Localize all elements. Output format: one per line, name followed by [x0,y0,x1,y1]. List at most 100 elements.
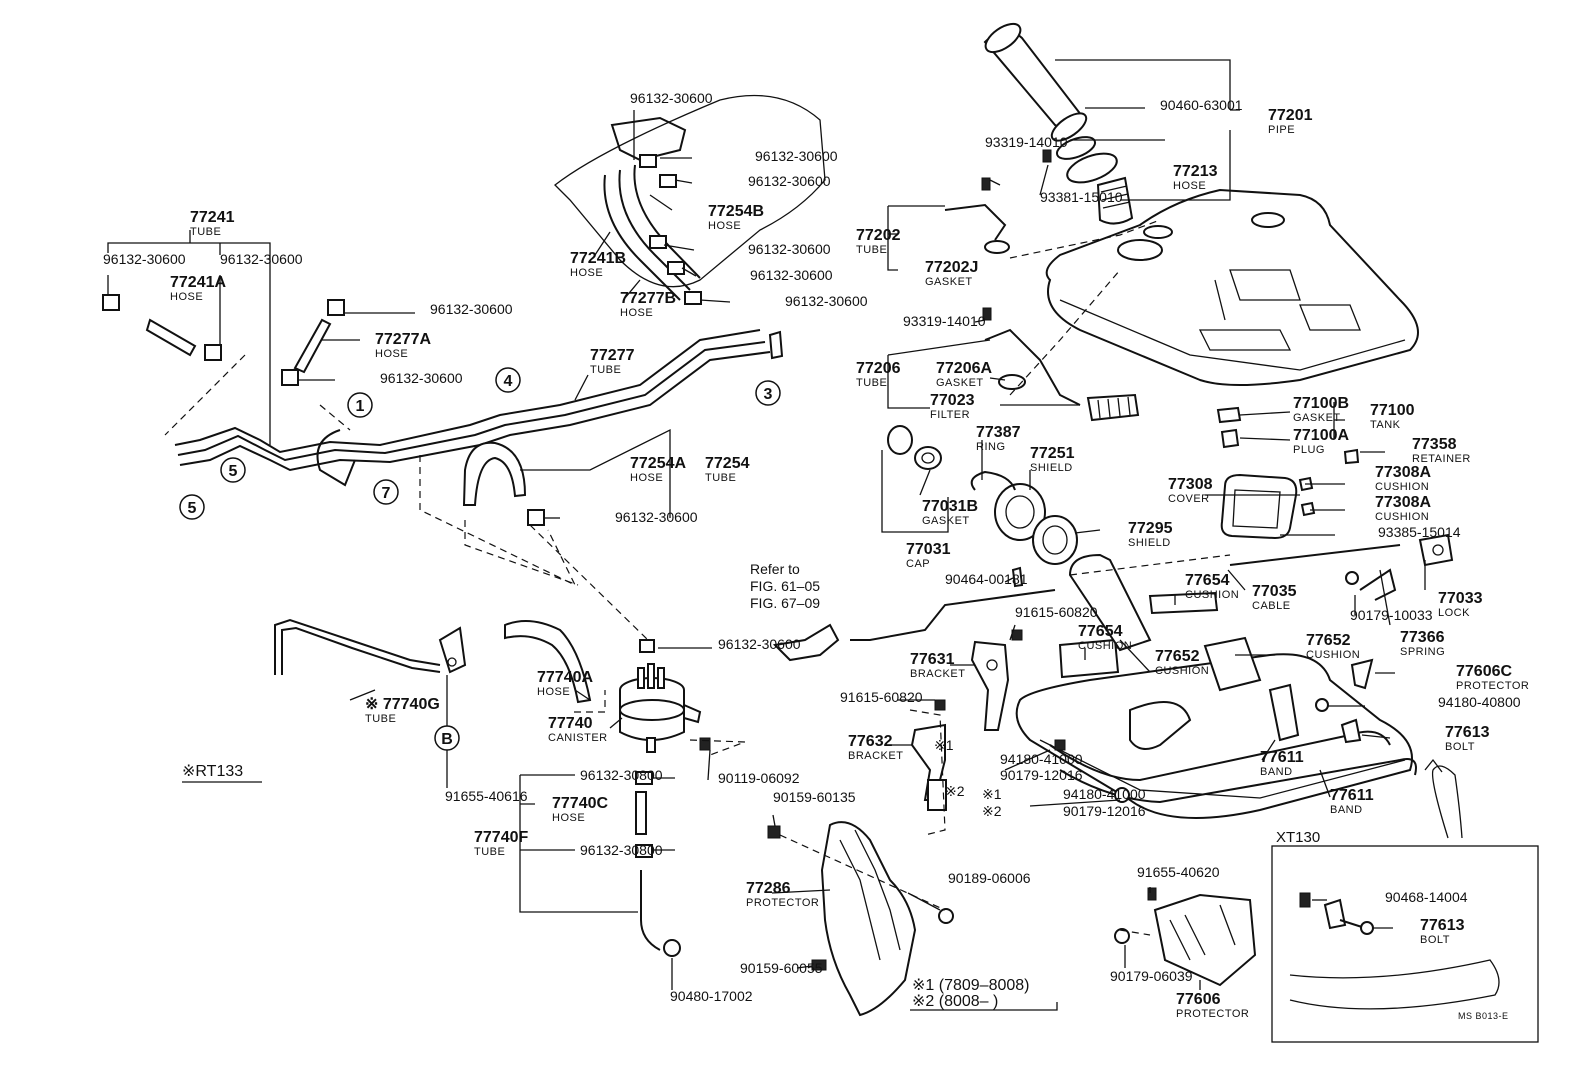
part-name-p77740: CANISTER [548,732,608,744]
refer-line-3: FIG. 67–09 [750,595,820,611]
part-number-p91655b: 91655-40620 [1137,864,1220,880]
part-number-p77606c: 77606C [1456,663,1512,680]
part-number-p77277: 77277 [590,347,635,364]
part-name-p77241: TUBE [190,226,221,238]
canister-drawing [504,620,711,753]
callout-text: 7 [382,485,391,502]
part-number-p77100: 77100 [1370,402,1415,419]
part-number-p94180a: 94180-40800 [1438,694,1521,710]
part-number-p77241a: 77241A [170,274,226,291]
part-number-p93385: 93385-15014 [1378,524,1461,540]
part-name-p77358: RETAINER [1412,453,1471,465]
part-name-p77277b: HOSE [620,307,653,319]
part-number-p96132f: 96132-30600 [630,90,713,106]
part-number-p93319b: 93319-14010 [903,313,986,329]
main-tube-assembly-drawing [102,294,784,526]
part-number-p90119: 90119-06092 [718,770,800,786]
dashed-guides [164,219,1231,936]
part-number-p96132i: 96132-30600 [748,241,831,257]
part-number-p90179d: 90179-06039 [1110,968,1193,984]
part-name-p77035: CABLE [1252,600,1291,612]
leader-lines [107,59,1426,1011]
part-number-p77241: 77241 [190,209,235,226]
part-number-p91615b: 91615-60820 [840,689,923,705]
part-name-p77033: LOCK [1438,607,1470,619]
part-number-p93381: 93381-15010 [1040,189,1123,205]
protector-77286-drawing [767,821,954,1017]
upper-hose-cluster-drawing [554,94,826,305]
part-name-p77277a: HOSE [375,348,408,360]
part-name-p77286: PROTECTOR [746,897,819,909]
part-number-p96132m: 96132-30800 [580,767,663,783]
part-number-p77358: 77358 [1412,436,1457,453]
part-name-p77387: RING [976,441,1006,453]
callout-circle [434,725,460,751]
part-name-p77206a: GASKET [936,377,984,389]
part-number-p94180c: 94180-41000 [1063,786,1146,802]
filler-pipe-drawing [983,22,1134,225]
callout-circle [755,380,781,406]
protector-77606-drawing [1114,887,1257,987]
legend-2: ※2 (8008– ) [912,993,998,1010]
part-name-p77366: SPRING [1400,646,1445,658]
rt133-note: ※RT133 [182,763,243,780]
part-number-p96132c: 96132-30600 [430,301,513,317]
part-number-p90179c: 90179-12016 [1063,803,1146,819]
callout-c1: 1 [347,392,373,418]
callout-c5a: 5 [220,457,246,483]
part-number-p77201: 77201 [1268,107,1313,124]
bracket-drawing [910,629,1130,811]
part-name-p77254: TUBE [705,472,736,484]
part-number-p77202: 77202 [856,227,901,244]
callout-c4: 4 [495,367,521,393]
part-number-p96132d: 96132-30600 [380,370,463,386]
part-number-p77652a: 77652 [1306,632,1351,649]
part-number-p77286: 77286 [746,880,791,897]
part-name-p77308: COVER [1168,493,1210,505]
part-number-p77740: 77740 [548,715,593,732]
part-name-p77277: TUBE [590,364,621,376]
part-number-p77652b: 77652 [1155,648,1200,665]
part-name-p77740a: HOSE [537,686,570,698]
part-number-p77031: 77031 [906,541,951,558]
part-name-p77613a: BOLT [1445,741,1475,753]
part-name-p77251: SHIELD [1030,462,1073,474]
part-name-p77202j: GASKET [925,276,973,288]
part-name-p77654a: CUSHION [1185,589,1239,601]
fuel-tank-drawing [1045,188,1419,386]
part-name-p77740c: HOSE [552,812,585,824]
part-number-p77740g: ※ 77740G [365,696,440,713]
part-name-p77611b: BAND [1330,804,1363,816]
part-number-p77611b: 77611 [1330,787,1374,804]
part-number-p77100a: 77100A [1293,427,1349,444]
lower-hose-drawing [635,771,827,971]
part-number-p96132b: 96132-30600 [220,251,303,267]
callout-c7: 7 [373,479,399,505]
xt130-note: XT130 [1276,829,1320,846]
part-name-p77652b: CUSHION [1155,665,1209,677]
part-number-p77206a: 77206A [936,360,992,377]
part-number-p96132e: 96132-30600 [615,509,698,525]
part-name-p77100: TANK [1370,419,1401,431]
callout-c5b: 5 [179,494,205,520]
cable-drawing [772,566,1056,662]
callout-text: 5 [229,463,238,480]
mark1-b: ※1 [982,786,1002,802]
part-name-p77254a: HOSE [630,472,663,484]
part-number-p77308a2: 77308A [1375,494,1431,511]
part-name-p77031b: GASKET [922,515,970,527]
lower-fuel-tank-drawing [1015,591,1417,819]
part-number-p96132g: 96132-30600 [755,148,838,164]
part-name-p77100b: GASKET [1293,412,1341,424]
part-number-p77740a: 77740A [537,669,593,686]
drawing-code: MS B013-E [1458,1011,1509,1021]
part-number-p91615a: 91615-60820 [1015,604,1098,620]
part-name-p77213: HOSE [1173,180,1206,192]
part-number-p77254: 77254 [705,455,750,472]
part-number-p90159a: 90159-60135 [773,789,856,805]
part-number-p90464: 90464-00181 [945,571,1028,587]
part-number-p90179a: 90179-10033 [1350,607,1433,623]
callout-text: 5 [188,500,197,517]
xt130-inset [1271,758,1539,1043]
